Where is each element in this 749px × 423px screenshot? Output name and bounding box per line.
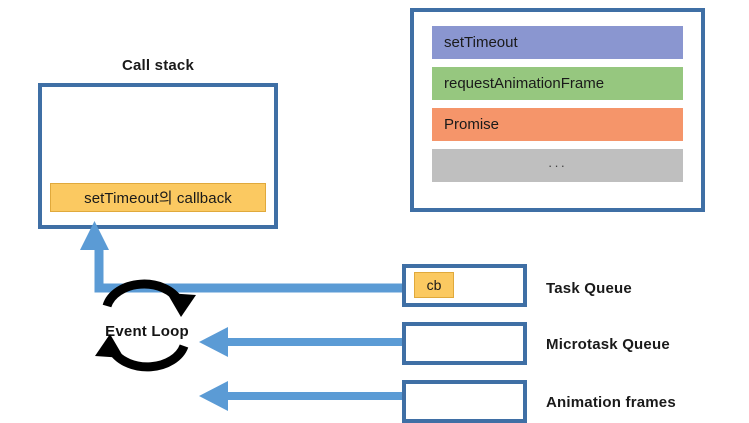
animation-frames-to-event-loop-arrow: [199, 381, 402, 411]
task-queue-item-cb: cb: [414, 272, 454, 298]
microtask-queue-label: Microtask Queue: [546, 336, 670, 353]
web-api-item-promise: Promise: [432, 108, 683, 141]
microtask-queue-to-event-loop-arrow: [199, 327, 402, 357]
web-apis-panel: setTimeout requestAnimationFrame Promise…: [410, 8, 705, 212]
microtask-queue-box: [402, 322, 527, 365]
web-api-item-settimeout: setTimeout: [432, 26, 683, 59]
web-api-item-requestanimationframe: requestAnimationFrame: [432, 67, 683, 100]
call-stack-title: Call stack: [121, 57, 195, 74]
animation-frames-label: Animation frames: [546, 394, 676, 411]
task-queue-label: Task Queue: [546, 280, 632, 297]
event-loop-circular-arrow-top: [102, 279, 196, 317]
event-loop-label: Event Loop: [105, 323, 189, 340]
call-stack-frame-settimeout-callback: setTimeout의 callback: [50, 183, 266, 212]
web-api-item-ellipsis: ···: [432, 149, 683, 182]
task-queue-to-call-stack-arrow: [80, 221, 402, 293]
